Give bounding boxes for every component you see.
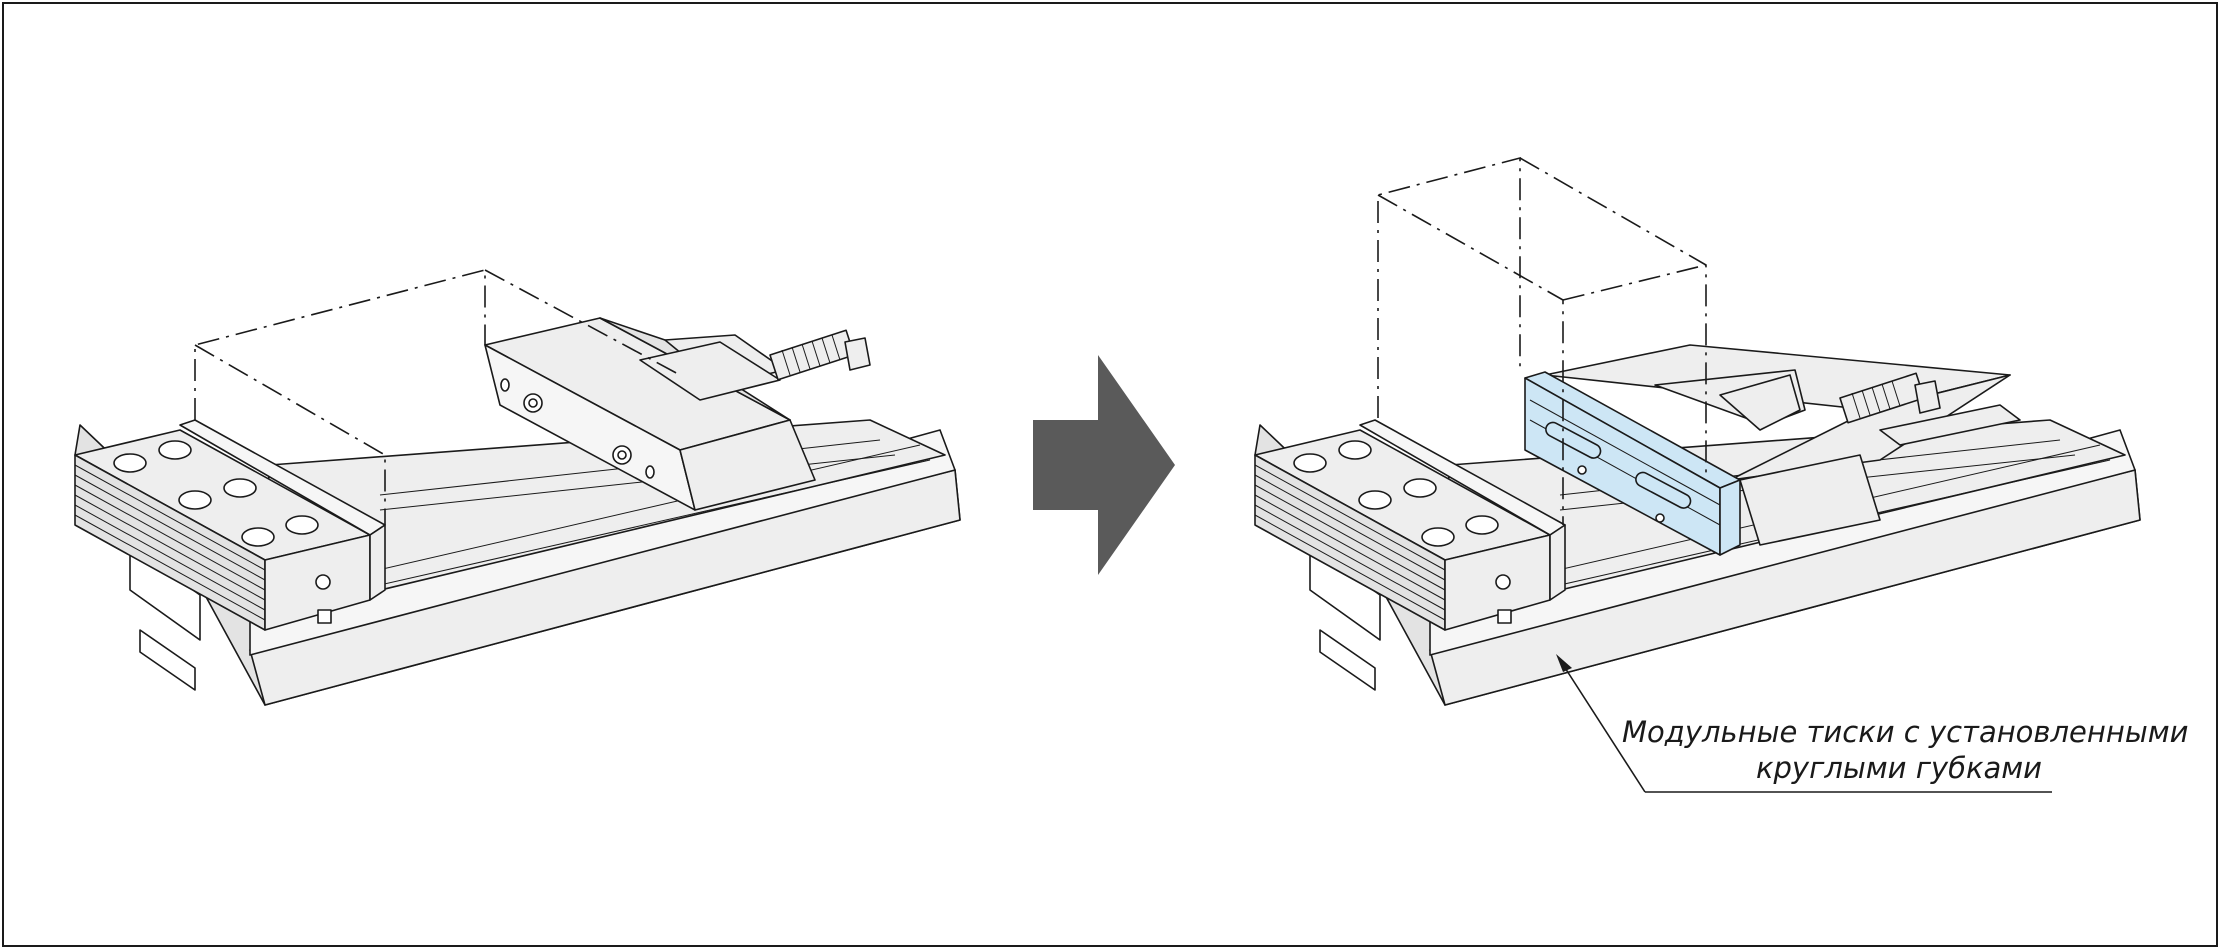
workpiece-outline-tall — [1377, 156, 1707, 525]
caption-line-2: круглыми губками — [1756, 751, 2042, 785]
arrow-right-icon — [1033, 355, 1175, 575]
workpiece-outline-small — [194, 268, 681, 525]
caption-line-1: Модульные тиски с установленными — [1622, 715, 2188, 749]
vise-standard — [74, 268, 961, 706]
fixed-jaw-bolt-holes — [1293, 440, 1499, 547]
vise-modular — [1254, 156, 2141, 793]
moving-jaw-front — [1739, 454, 1881, 546]
caption-leader — [1556, 654, 2052, 793]
lead-screw — [769, 329, 871, 381]
fixed-jaw-bolt-holes — [113, 440, 319, 547]
moving-jaw-front — [679, 419, 816, 511]
round-jaw-plate — [1524, 371, 1741, 556]
lead-screw — [1839, 372, 1941, 424]
